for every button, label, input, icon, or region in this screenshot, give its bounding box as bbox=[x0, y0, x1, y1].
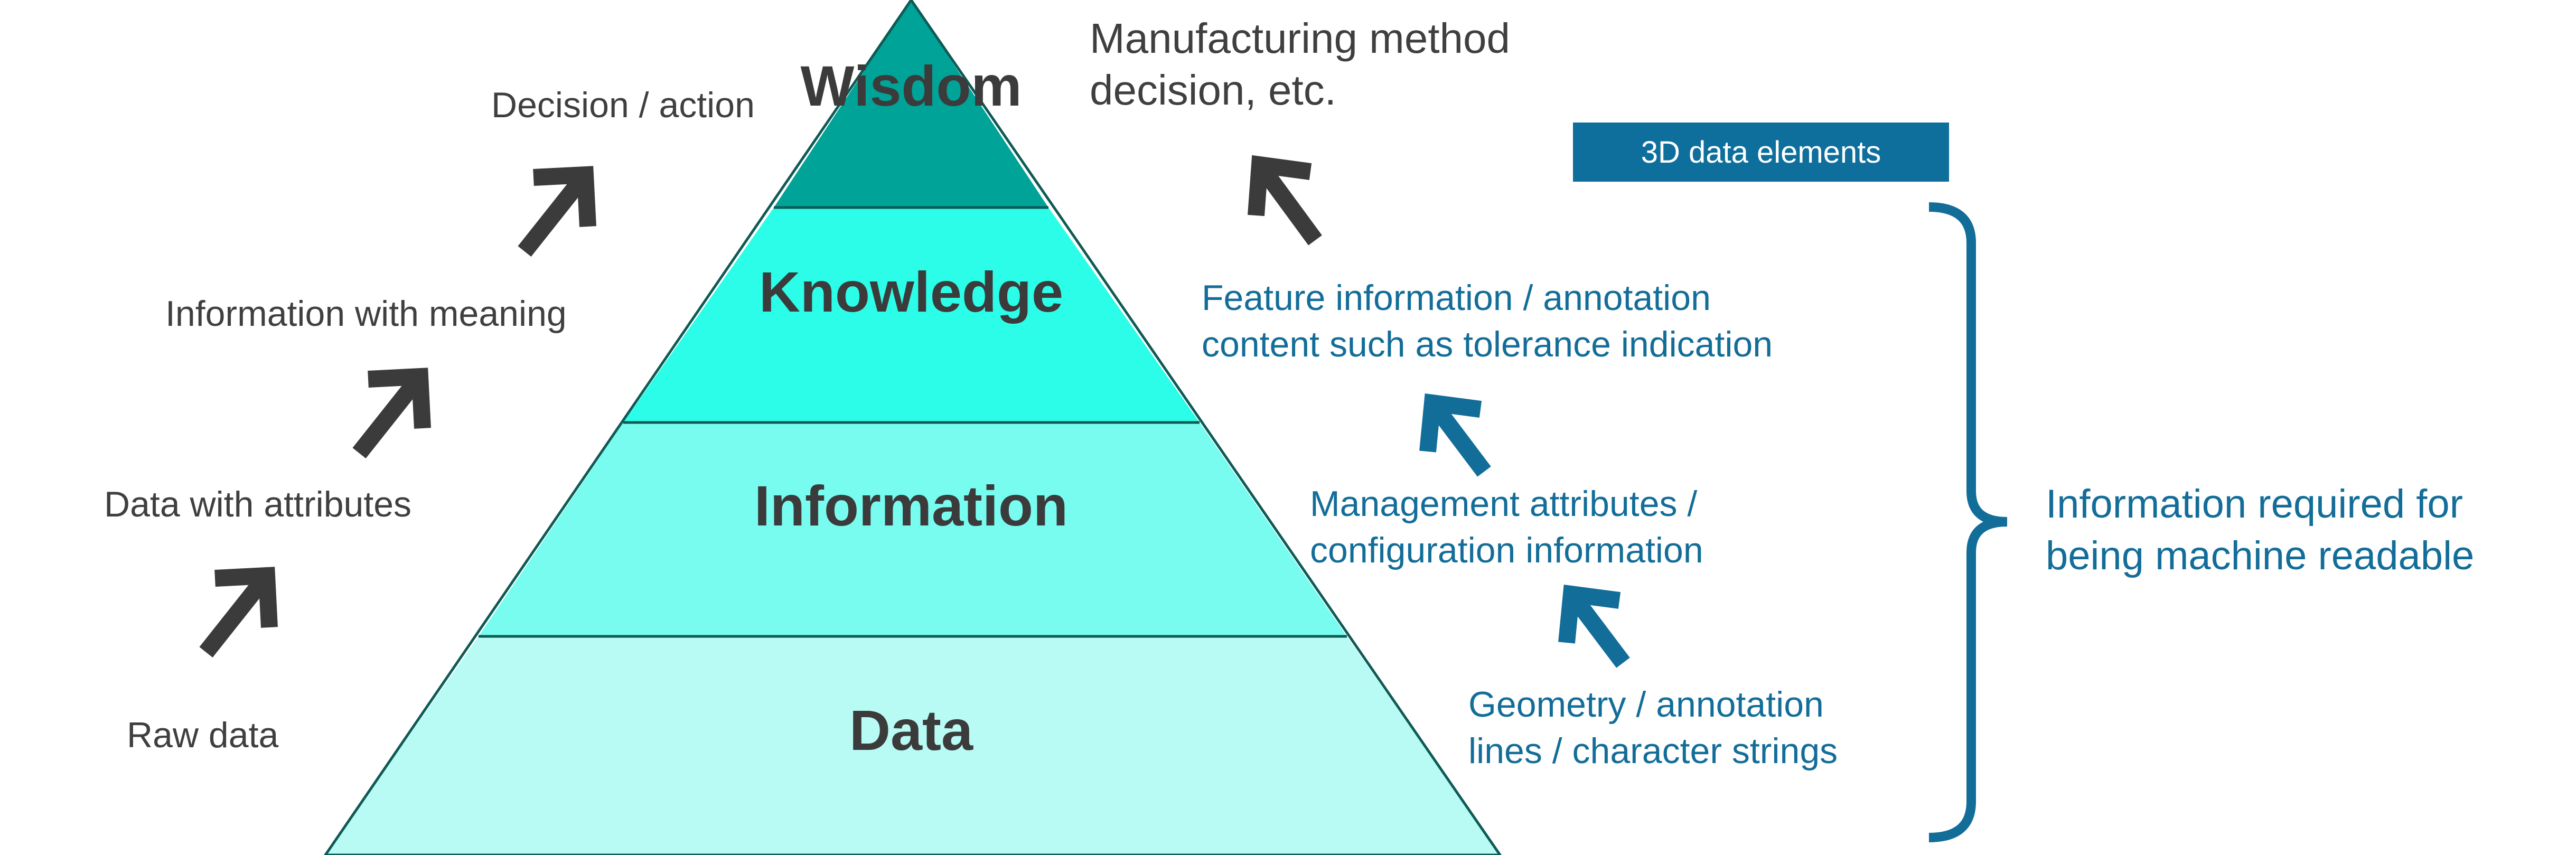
arrow-up-right-icon bbox=[352, 368, 431, 458]
level-label-information: Information bbox=[754, 474, 1068, 538]
arrow-up-right-icon bbox=[199, 567, 278, 657]
right-label-feature-information: Feature information / annotation bbox=[1202, 278, 1711, 318]
brace-label-line2: being machine readable bbox=[2046, 533, 2474, 578]
tag-3d-data-elements bbox=[1573, 123, 1949, 182]
level-label-knowledge: Knowledge bbox=[759, 260, 1063, 324]
left-label-information-with-meaning: Information with meaning bbox=[165, 294, 567, 334]
tag-3d-data-elements-label: 3D data elements bbox=[1641, 135, 1881, 170]
pyramid-level-information bbox=[479, 422, 1347, 636]
arrow-up-right-icon bbox=[518, 166, 596, 257]
right-label-geometry-annotation: Geometry / annotation bbox=[1468, 684, 1824, 725]
pyramid-level-knowledge bbox=[623, 208, 1200, 422]
left-label-decision-action: Decision / action bbox=[491, 85, 755, 125]
pyramid-outline bbox=[323, 0, 1502, 855]
level-label-wisdom: Wisdom bbox=[800, 54, 1022, 118]
arrow-up-left-icon bbox=[1558, 584, 1630, 668]
right-label-management-attributes-line2: configuration information bbox=[1310, 530, 1703, 570]
arrow-up-left-icon bbox=[1419, 393, 1491, 477]
label-manufacturing-method: Manufacturing method bbox=[1090, 15, 1510, 62]
right-label-feature-information-line2: content such as tolerance indication bbox=[1202, 324, 1773, 364]
curly-brace bbox=[1928, 202, 2008, 842]
right-label-management-attributes: Management attributes / bbox=[1310, 484, 1697, 524]
label-decision-etc: decision, etc. bbox=[1090, 67, 1336, 114]
left-label-data-with-attributes: Data with attributes bbox=[104, 484, 411, 524]
right-label-geometry-annotation-line2: lines / character strings bbox=[1468, 731, 1838, 771]
arrow-up-left-icon bbox=[1248, 155, 1322, 246]
brace-label-line1: Information required for bbox=[2046, 482, 2463, 527]
pyramid-level-data bbox=[325, 636, 1500, 855]
left-label-raw-data: Raw data bbox=[127, 715, 278, 755]
pyramid-level-wisdom bbox=[774, 0, 1048, 208]
level-label-data: Data bbox=[849, 698, 973, 762]
